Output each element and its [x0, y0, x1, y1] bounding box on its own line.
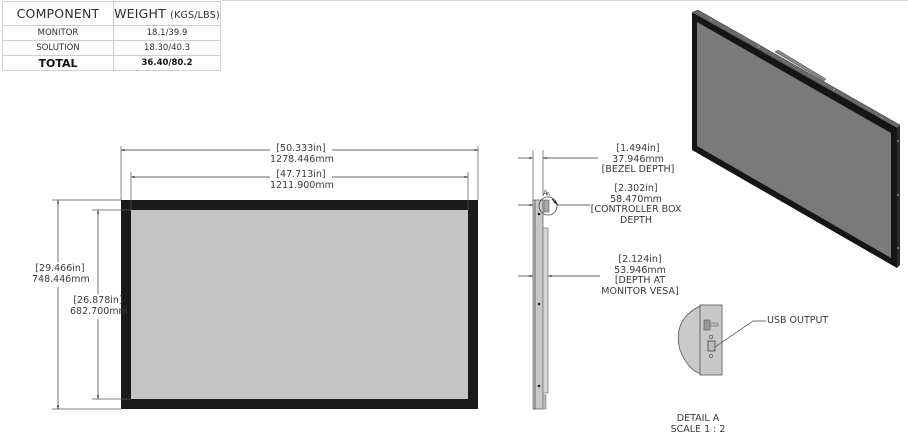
- screen-width-in: [47.713in]: [276, 169, 326, 180]
- detail-connector: [703, 319, 711, 331]
- side-view: [518, 150, 600, 410]
- screen-height-in: [26.878in]: [73, 295, 123, 306]
- detail-a-title: DETAIL A SCALE 1 : 2: [666, 413, 730, 435]
- controller-depth-note1: [CONTROLLER BOX: [590, 204, 682, 215]
- header-weight-units: (KGS/LBS): [170, 10, 220, 21]
- detail-bezel-arc: [677, 305, 702, 375]
- total-label: TOTAL: [2, 55, 114, 71]
- controller-depth-note2: DEPTH: [620, 214, 652, 226]
- header-weight: WEIGHT (KGS/LBS): [113, 1, 221, 26]
- table-row-total: TOTAL 36.40/80.2: [2, 55, 221, 71]
- detail-a-marker: A: [543, 189, 548, 197]
- iso-controller-box: [774, 49, 827, 82]
- vesa-depth-mm: 53.946mm: [614, 264, 666, 276]
- monitor-screen: [131, 210, 468, 399]
- vesa-depth-label: [2.124in] 53.946mm [DEPTH AT MONITOR VES…: [596, 254, 684, 297]
- controller-depth-in: [2.302in]: [614, 183, 658, 194]
- controller-depth-label: [2.302in] 58.470mm [CONTROLLER BOX DEPTH: [586, 183, 686, 226]
- total-weight: 36.40/80.2: [113, 55, 221, 71]
- screen-width-label: [47.713in] 1211.900mm: [270, 169, 334, 191]
- side-back-plate: [542, 227, 549, 394]
- detail-scale: SCALE 1 : 2: [670, 423, 726, 435]
- vesa-depth-note1: [DEPTH AT: [614, 275, 666, 286]
- overall-height-label: [29.466in] 748.446mm: [32, 263, 90, 285]
- header-component: COMPONENT: [2, 1, 114, 26]
- iso-screen: [697, 22, 891, 258]
- bezel-depth-note: [BEZEL DEPTH]: [601, 164, 675, 175]
- detail-a-circle: [538, 196, 558, 216]
- detail-title: DETAIL A: [676, 413, 720, 424]
- vesa-depth-in: [2.124in]: [618, 254, 662, 265]
- usb-port: [707, 340, 716, 352]
- isometric-view: [692, 9, 901, 268]
- front-view: [52, 146, 479, 410]
- vesa-depth-note2: MONITOR VESA]: [601, 285, 679, 297]
- bezel-depth-mm: 37.946mm: [612, 153, 664, 165]
- detail-controller-box: [699, 304, 723, 376]
- overall-height-in: [29.466in]: [35, 263, 85, 274]
- sheet-border-top: [222, 0, 908, 1]
- header-weight-main: WEIGHT: [114, 6, 171, 21]
- screen-width-mm: 1211.900mm: [270, 179, 334, 191]
- bezel-depth-label: [1.494in] 37.946mm [BEZEL DEPTH]: [598, 143, 678, 176]
- overall-width-in: [50.333in]: [276, 143, 326, 154]
- weight-table: COMPONENT WEIGHT (KGS/LBS) MONITOR 18.1/…: [2, 1, 221, 71]
- weight-table-header-row: COMPONENT WEIGHT (KGS/LBS): [2, 1, 221, 26]
- controller-depth-mm: 58.470mm: [610, 193, 662, 205]
- screen-height-label: [26.878in] 682.700mm: [70, 295, 128, 317]
- detail-a-view: [677, 304, 766, 376]
- usb-output-callout: USB OUTPUT: [767, 315, 829, 326]
- iso-right-edge: [897, 125, 900, 268]
- overall-width-mm: 1278.446mm: [270, 153, 334, 165]
- overall-width-label: [50.333in] 1278.446mm: [270, 143, 334, 165]
- usb-leader-line: [714, 320, 766, 348]
- overall-height-mm: 748.446mm: [32, 273, 90, 285]
- screen-height-mm: 682.700mm: [70, 305, 128, 317]
- bezel-depth-in: [1.494in]: [616, 143, 660, 154]
